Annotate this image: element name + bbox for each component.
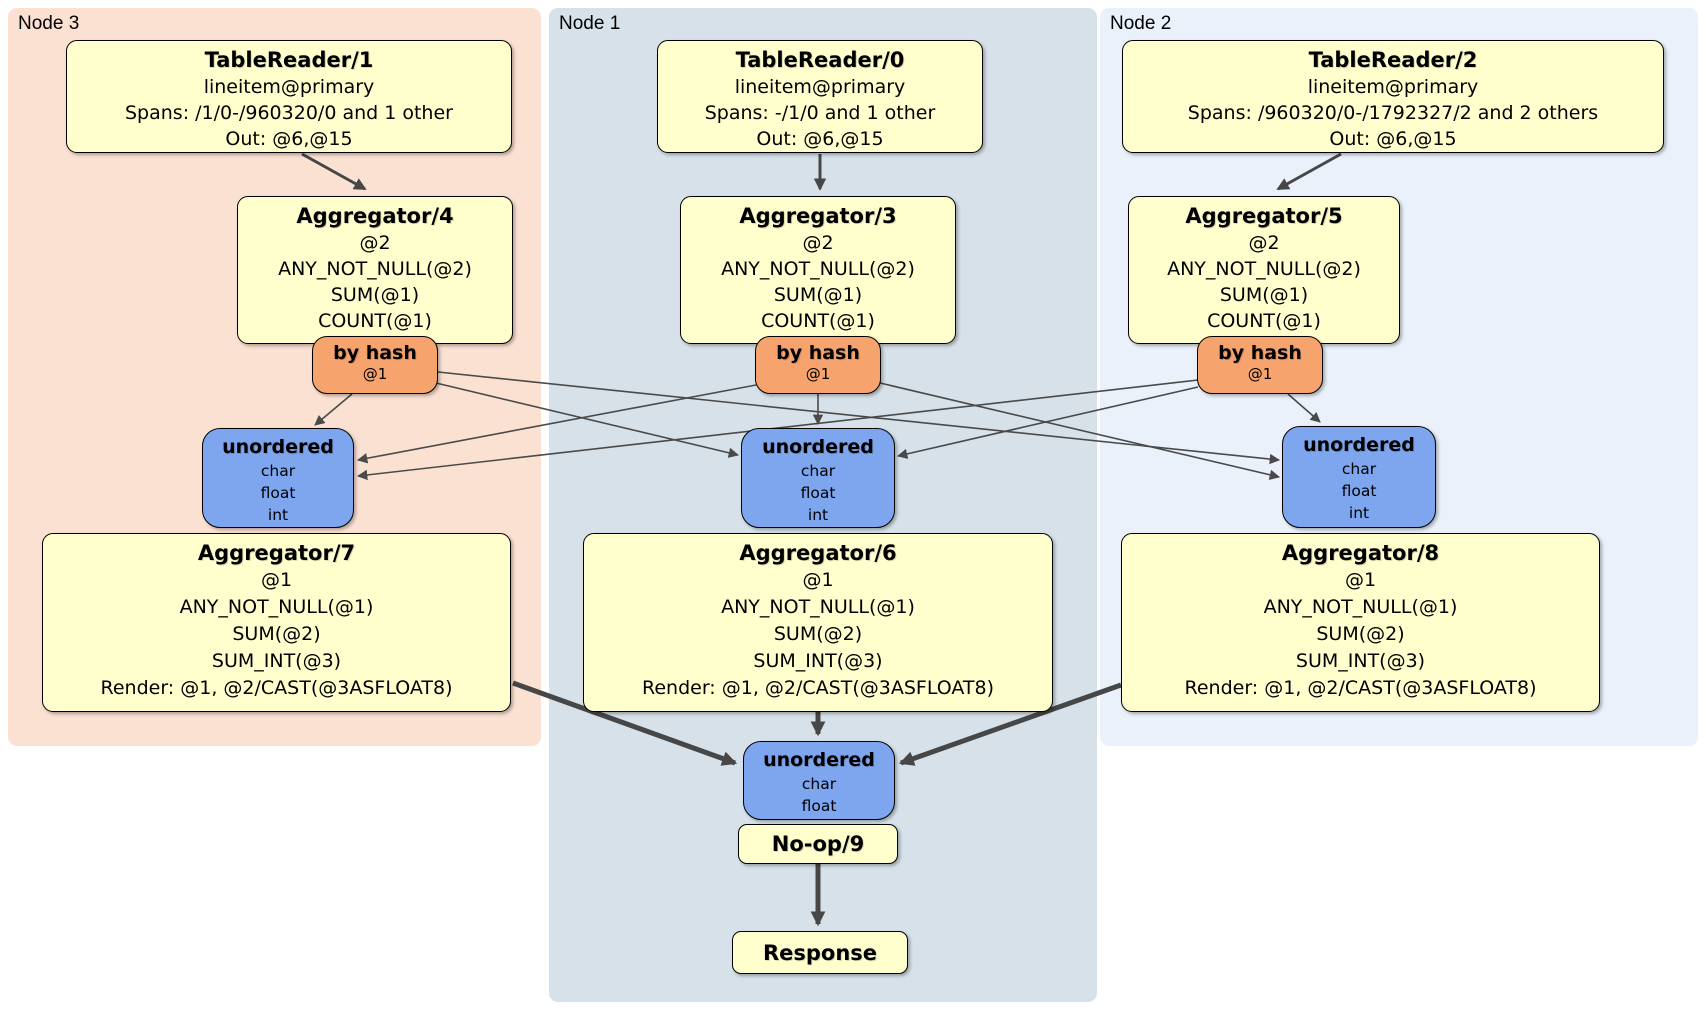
tablereader-1-box: TableReader/1 lineitem@primary Spans: /1… (66, 40, 512, 153)
agg-line: SUM(@2) (1316, 623, 1405, 645)
processor-title: Aggregator/8 (1281, 541, 1440, 565)
router-detail: @1 (362, 365, 388, 383)
sync-title: unordered (222, 436, 334, 458)
router-title: by hash (776, 342, 860, 364)
aggregator-4-box: Aggregator/4 @2 ANY_NOT_NULL(@2) SUM(@1)… (237, 196, 513, 344)
agg-line: @2 (359, 232, 391, 254)
agg-line: SUM_INT(@3) (1295, 650, 1426, 672)
sync-type: char (801, 775, 837, 793)
sync-title: unordered (762, 436, 874, 458)
agg-line: SUM(@1) (773, 284, 863, 306)
out-line: Out: @6,@15 (756, 128, 884, 150)
agg-line: @1 (1344, 569, 1377, 591)
router-detail: @1 (805, 365, 831, 383)
processor-title: TableReader/2 (1308, 48, 1478, 72)
processor-title: TableReader/1 (204, 48, 374, 72)
aggregator-8-box: Aggregator/8 @1 ANY_NOT_NULL(@1) SUM(@2)… (1121, 533, 1600, 712)
agg-line: SUM(@1) (1219, 284, 1309, 306)
sync-type: int (807, 506, 829, 524)
hash-router-node3: by hash @1 (312, 336, 438, 394)
aggregator-6-box: Aggregator/6 @1 ANY_NOT_NULL(@1) SUM(@2)… (583, 533, 1053, 712)
unordered-sync-node2: unordered char float int (1282, 426, 1436, 528)
node3-label: Node 3 (18, 13, 80, 34)
index-line: lineitem@primary (203, 76, 375, 98)
out-line: Out: @6,@15 (225, 128, 353, 150)
processor-title: Aggregator/6 (739, 541, 897, 565)
agg-line: ANY_NOT_NULL(@2) (278, 258, 472, 280)
render-line: Render: @1, @2/CAST(@3ASFLOAT8) (1184, 677, 1537, 699)
agg-line: SUM_INT(@3) (211, 650, 342, 672)
unordered-sync-node3: unordered char float int (202, 428, 354, 528)
hash-router-node1: by hash @1 (755, 336, 881, 394)
agg-line: ANY_NOT_NULL(@1) (1263, 596, 1458, 618)
agg-line: SUM(@2) (773, 623, 863, 645)
agg-line: ANY_NOT_NULL(@1) (721, 596, 915, 618)
node1-label: Node 1 (559, 13, 621, 34)
sync-type: int (1348, 504, 1370, 522)
aggregator-7-box: Aggregator/7 @1 ANY_NOT_NULL(@1) SUM(@2)… (42, 533, 511, 712)
agg-line: COUNT(@1) (318, 310, 432, 332)
processor-title: Aggregator/3 (739, 204, 897, 228)
aggregator-3-box: Aggregator/3 @2 ANY_NOT_NULL(@2) SUM(@1)… (680, 196, 956, 344)
router-title: by hash (1218, 342, 1302, 364)
agg-line: @1 (260, 569, 293, 591)
node2-label: Node 2 (1110, 13, 1172, 34)
agg-line: ANY_NOT_NULL(@2) (721, 258, 915, 280)
tablereader-0-box: TableReader/0 lineitem@primary Spans: -/… (657, 40, 983, 153)
agg-line: @2 (1248, 232, 1280, 254)
agg-line: ANY_NOT_NULL(@1) (179, 596, 374, 618)
agg-line: ANY_NOT_NULL(@2) (1167, 258, 1361, 280)
spans-line: Spans: /1/0-/960320/0 and 1 other (125, 102, 453, 124)
processor-title: Aggregator/4 (296, 204, 454, 228)
router-title: by hash (333, 342, 417, 364)
sync-type: char (1341, 460, 1377, 478)
agg-line: SUM_INT(@3) (753, 650, 883, 672)
tablereader-2-box: TableReader/2 lineitem@primary Spans: /9… (1122, 40, 1664, 153)
agg-line: COUNT(@1) (1207, 310, 1321, 332)
agg-line: SUM(@1) (330, 284, 420, 306)
processor-title: Aggregator/7 (197, 541, 356, 565)
processor-title: Aggregator/5 (1185, 204, 1343, 228)
noop-box: No-op/9 (738, 824, 898, 864)
out-line: Out: @6,@15 (1329, 128, 1457, 150)
render-line: Render: @1, @2/CAST(@3ASFLOAT8) (642, 677, 994, 699)
sync-type: float (260, 484, 296, 502)
index-line: lineitem@primary (1307, 76, 1479, 98)
sync-title: unordered (763, 749, 875, 771)
response-box: Response (732, 931, 908, 974)
spans-line: Spans: -/1/0 and 1 other (704, 102, 936, 124)
hash-router-node2: by hash @1 (1197, 336, 1323, 394)
agg-line: COUNT(@1) (761, 310, 875, 332)
unordered-sync-final: unordered char float (743, 741, 895, 820)
spans-line: Spans: /960320/0-/1792327/2 and 2 others (1187, 102, 1599, 124)
agg-line: @2 (802, 232, 834, 254)
sync-type: float (800, 484, 836, 502)
sync-type: char (800, 462, 836, 480)
sync-type: float (801, 797, 837, 815)
index-line: lineitem@primary (734, 76, 906, 98)
sync-title: unordered (1303, 434, 1415, 456)
render-line: Render: @1, @2/CAST(@3ASFLOAT8) (100, 677, 453, 699)
sync-type: float (1341, 482, 1377, 500)
processor-title: TableReader/0 (735, 48, 905, 72)
agg-line: @1 (802, 569, 834, 591)
sync-type: char (260, 462, 296, 480)
agg-line: SUM(@2) (232, 623, 321, 645)
router-detail: @1 (1247, 365, 1273, 383)
unordered-sync-node1: unordered char float int (741, 428, 895, 528)
sync-type: int (267, 506, 289, 524)
aggregator-5-box: Aggregator/5 @2 ANY_NOT_NULL(@2) SUM(@1)… (1128, 196, 1400, 344)
